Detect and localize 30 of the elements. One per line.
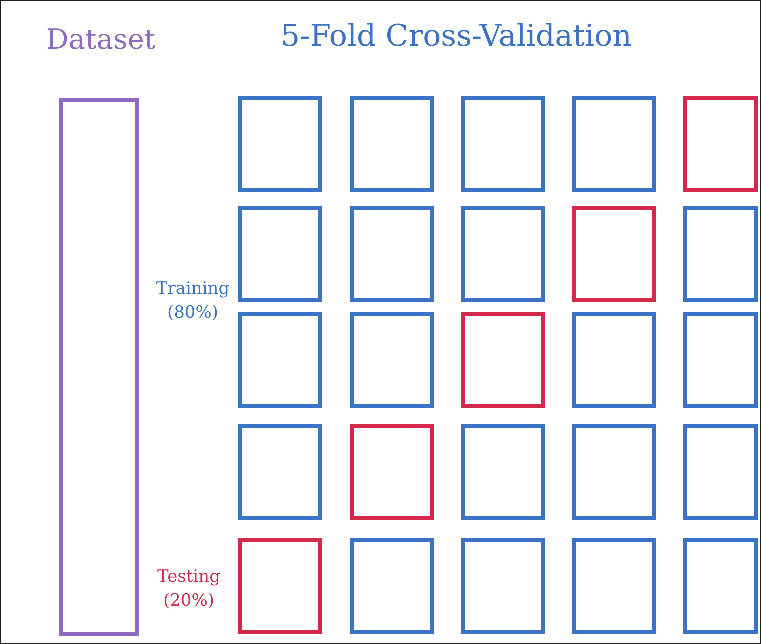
testing-fold-box (683, 96, 758, 192)
testing-fold-box (238, 538, 322, 634)
testing-fold-box (572, 206, 656, 302)
training-fold-box (350, 538, 434, 634)
dataset-heading: Dataset (45, 23, 157, 56)
training-fold-box (572, 424, 656, 520)
title: 5-Fold Cross-Validation (281, 19, 634, 54)
training-fold-box (572, 312, 656, 408)
training-fold-box (350, 96, 434, 192)
training-fold-box (461, 96, 545, 192)
training-fold-box (350, 312, 434, 408)
training-fold-box (461, 424, 545, 520)
training-fold-box (572, 96, 656, 192)
training-label: Training (80%) (155, 278, 231, 325)
training-fold-box (461, 206, 545, 302)
training-fold-box (683, 424, 758, 520)
testing-fold-box (350, 424, 434, 520)
training-fold-box (350, 206, 434, 302)
training-fold-box (238, 206, 322, 302)
training-fold-box (572, 538, 656, 634)
training-fold-box (683, 538, 758, 634)
testing-label: Testing (20%) (156, 566, 222, 613)
training-fold-box (238, 96, 322, 192)
training-fold-box (461, 538, 545, 634)
training-fold-box (238, 312, 322, 408)
dataset-bar (59, 98, 139, 636)
training-fold-box (238, 424, 322, 520)
testing-fold-box (461, 312, 545, 408)
training-fold-box (683, 312, 758, 408)
training-fold-box (683, 206, 758, 302)
